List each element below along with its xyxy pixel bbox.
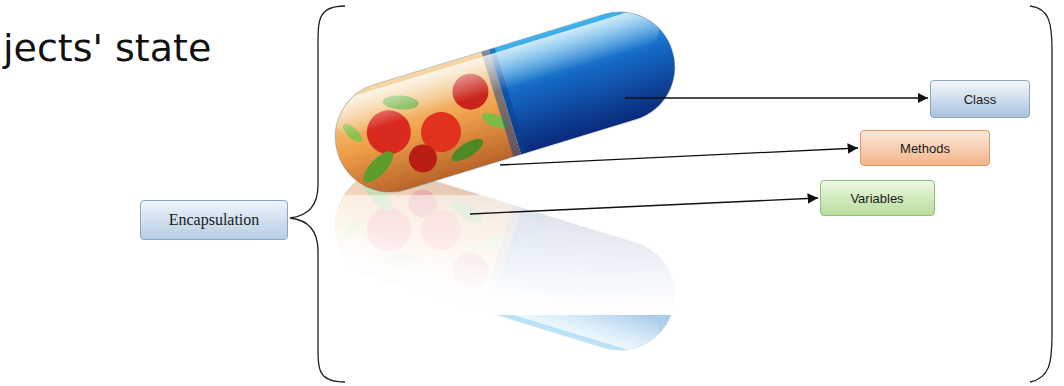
- box-label: Methods: [900, 141, 950, 156]
- box-label: Class: [964, 92, 997, 107]
- box-label: Encapsulation: [169, 211, 260, 229]
- leader-arrow: [500, 148, 858, 165]
- heading-fragment: jects' state: [3, 26, 211, 70]
- variables-box: Variables: [820, 180, 935, 216]
- methods-box: Methods: [860, 130, 990, 166]
- concept-box: Encapsulation: [140, 200, 288, 240]
- bracket: [1030, 6, 1052, 382]
- leader-arrow: [470, 198, 818, 214]
- class-box: Class: [930, 80, 1030, 118]
- curly-brace: [290, 6, 345, 382]
- leader-arrow: [625, 97, 928, 98]
- box-label: Variables: [850, 191, 903, 206]
